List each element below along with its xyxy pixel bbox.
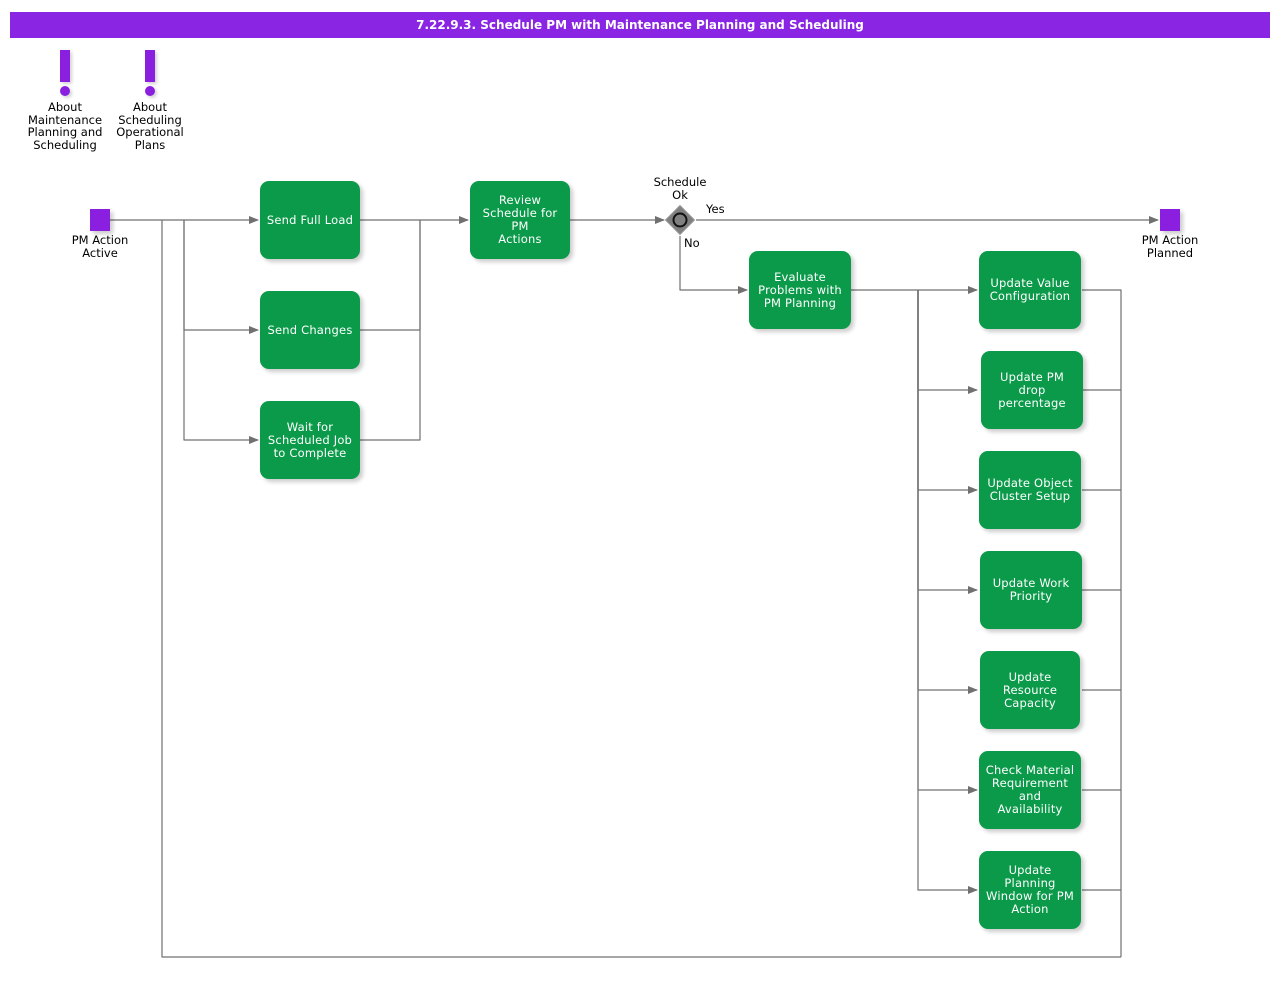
activity-wait-for-scheduled-job[interactable]: Wait for Scheduled Job to Complete — [260, 401, 360, 479]
activity-update-resource-capacity[interactable]: Update Resource Capacity — [980, 651, 1080, 729]
activity-label: Update Resource Capacity — [1002, 669, 1058, 710]
end-terminator — [1160, 209, 1180, 231]
edge-fan-to-pmdrop — [917, 290, 978, 394]
start-terminator — [90, 209, 110, 231]
edge-fan-to-wait — [183, 220, 259, 444]
activity-label: Wait for Scheduled Job to Complete — [267, 419, 353, 460]
activity-update-planning-window[interactable]: Update Planning Window for PM Action — [979, 851, 1081, 929]
edge-fan-to-sendchanges — [183, 220, 259, 334]
activity-label: Update Value Configuration — [989, 276, 1071, 303]
decision-label: Schedule Ok — [653, 175, 707, 202]
activity-label: Update PM drop percentage — [998, 369, 1066, 410]
activity-label: Send Changes — [267, 322, 353, 337]
activity-label: Check Material Requirement and Availabil… — [985, 763, 1075, 816]
activity-update-work-priority[interactable]: Update Work Priority — [980, 551, 1082, 629]
activity-check-material-requirement[interactable]: Check Material Requirement and Availabil… — [979, 751, 1081, 829]
exclamation-bar — [60, 50, 70, 82]
activity-label: Review Schedule for PM Actions — [482, 193, 558, 246]
exclamation-note-icon — [142, 50, 158, 96]
note-label-scheduling: About Scheduling Operational Plans — [116, 100, 184, 152]
edge-wait-out — [360, 220, 421, 441]
decision-branch-no-label: No — [684, 236, 700, 250]
note-label-maintenance: About Maintenance Planning and Schedulin… — [27, 100, 103, 152]
exclamation-dot — [145, 86, 155, 96]
page-title: 7.22.9.3. Schedule PM with Maintenance P… — [10, 12, 1270, 38]
edge-fan-to-workpriority — [917, 290, 978, 594]
activity-evaluate-problems[interactable]: Evaluate Problems with PM Planning — [749, 251, 851, 329]
edge-fan-to-planningwindow — [917, 290, 978, 894]
activity-update-value-configuration[interactable]: Update Value Configuration — [979, 251, 1081, 329]
decision-branch-yes-label: Yes — [706, 202, 725, 216]
edge-fan-to-checkmaterial — [917, 290, 978, 794]
activity-label: Update Planning Window for PM Action — [986, 863, 1074, 916]
activity-send-full-load[interactable]: Send Full Load — [260, 181, 360, 259]
exclamation-dot — [60, 86, 70, 96]
activity-label: Update Object Cluster Setup — [987, 476, 1073, 503]
activity-update-object-cluster-setup[interactable]: Update Object Cluster Setup — [979, 451, 1081, 529]
edge-sendchanges-out — [360, 220, 421, 331]
decision-schedule-ok[interactable] — [664, 204, 696, 236]
activity-send-changes[interactable]: Send Changes — [260, 291, 360, 369]
activity-update-pm-drop-percentage[interactable]: Update PM drop percentage — [981, 351, 1083, 429]
activity-label: Send Full Load — [266, 212, 354, 227]
edge-updatevalue-out — [1082, 289, 1122, 957]
activity-review-schedule[interactable]: Review Schedule for PM Actions — [470, 181, 570, 259]
start-terminator-label: PM Action Active — [71, 233, 129, 260]
edge-fan-to-resourcecapacity — [917, 290, 978, 694]
exclamation-note-icon — [57, 50, 73, 96]
activity-label: Evaluate Problems with PM Planning — [758, 269, 842, 310]
end-terminator-label: PM Action Planned — [1141, 233, 1199, 260]
exclamation-bar — [145, 50, 155, 82]
activity-label: Update Work Priority — [992, 576, 1070, 603]
edge-fan-to-objectcluster — [917, 290, 978, 494]
